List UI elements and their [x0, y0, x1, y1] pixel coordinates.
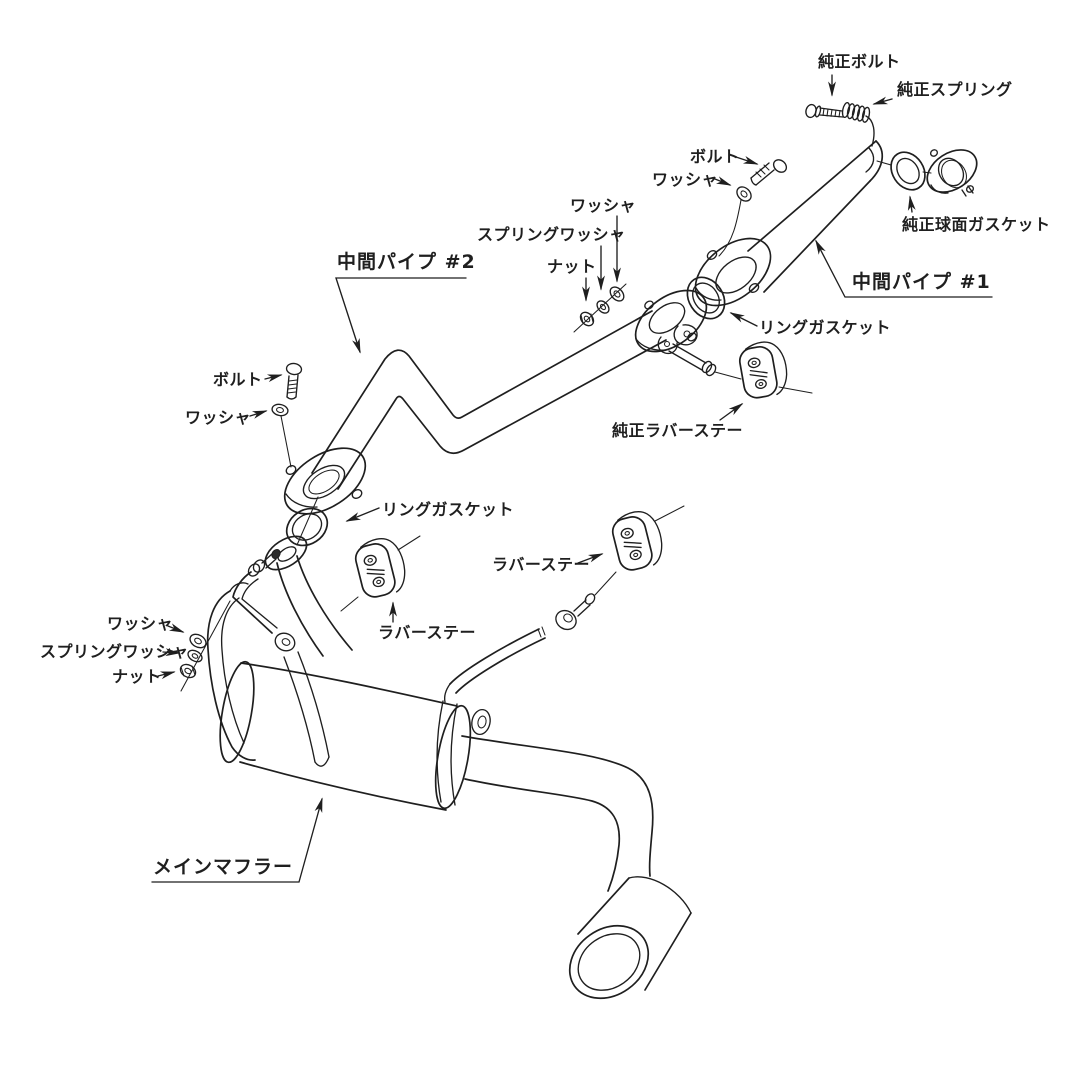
- rubber-stay-genuine-drawing: [738, 341, 788, 399]
- leader-arrows: [151, 74, 993, 883]
- stay-hanger-line-right: [778, 386, 813, 394]
- spherical-gasket-drawing: [890, 151, 926, 191]
- label-nut-bottom: ナット: [112, 667, 162, 686]
- label-rubber-stay-center: ラバーステー: [378, 623, 476, 642]
- leader-rubber-stay-right: [577, 553, 604, 564]
- leader-washer-left: [249, 410, 268, 419]
- label-washer-upper: ワッシャ: [652, 170, 718, 189]
- stay-hanger-line-center: [340, 535, 421, 612]
- stock-spring-bolt-drawing: [805, 101, 871, 123]
- label-nut-mid: ナット: [547, 257, 597, 276]
- label-junsei-spherical-gasket: 純正球面ガスケット: [902, 215, 1051, 234]
- leader-main-muffler: [151, 797, 323, 883]
- labels: 純正ボルト 純正スプリング ボルト ワッシャ ワッシャ スプリングワッシャ ナッ…: [40, 52, 1051, 878]
- leader-junsei-spring: [872, 96, 893, 105]
- label-spring-washer-bottom: スプリングワッシャ: [40, 642, 189, 661]
- joint-hanger-bracket-drawing: [657, 324, 742, 380]
- stay-hanger-line-center-right: [654, 505, 685, 522]
- leader-pipe2: [335, 277, 467, 354]
- inlet-assembly-drawing: [179, 496, 353, 692]
- label-washer-left: ワッシャ: [185, 408, 251, 427]
- leader-bolt-left: [264, 374, 283, 383]
- label-junsei-rubber-stay: 純正ラバーステー: [612, 421, 743, 440]
- leader-washer-bottom: [167, 623, 185, 633]
- label-junsei-spring: 純正スプリング: [897, 80, 1013, 99]
- muffler-tip-drawing: [568, 876, 692, 1000]
- rubber-stay-right-drawing: [611, 511, 663, 571]
- label-rubber-stay-right: ラバーステー: [492, 555, 590, 574]
- ring-gasket-lower-drawing: [285, 507, 329, 547]
- stock-flange-drawing: [926, 149, 978, 197]
- pipe2-drawing: [283, 289, 708, 515]
- label-ring-gasket-upper: リングガスケット: [759, 318, 891, 337]
- leader-junsei-rubber-stay: [719, 403, 744, 421]
- label-washer-mid: ワッシャ: [570, 196, 636, 215]
- leader-ring-gasket-lower: [345, 507, 380, 522]
- label-junsei-bolt: 純正ボルト: [818, 52, 901, 71]
- leader-bolt-upper: [735, 155, 759, 165]
- leader-ring-gasket-upper: [729, 312, 758, 327]
- leader-nut-bottom: [157, 671, 176, 680]
- leader-spherical-gasket: [907, 195, 916, 213]
- label-ring-gasket-lower: リングガスケット: [382, 500, 514, 519]
- label-spring-washer-mid: スプリングワッシャ: [477, 225, 626, 244]
- rubber-stay-center-drawing: [354, 538, 406, 598]
- left-bolt-washer-drawing: [271, 362, 303, 468]
- leader-washer-upper: [714, 176, 732, 186]
- leader-pipe1: [815, 239, 993, 298]
- label-bolt-left: ボルト: [213, 370, 263, 389]
- center-joint-fasteners-drawing: [573, 283, 627, 333]
- label-bolt-upper: ボルト: [690, 147, 740, 166]
- label-main-muffler: メインマフラー: [153, 856, 293, 878]
- label-washer-bottom: ワッシャ: [107, 614, 173, 633]
- upper-bolt-washer-drawing: [718, 159, 788, 257]
- label-pipe1: 中間パイプ #1: [852, 270, 991, 293]
- muffler-drawing: [206, 571, 654, 892]
- leader-spring-washer-bottom: [162, 648, 181, 657]
- label-pipe2: 中間パイプ #2: [337, 250, 476, 273]
- ring-gasket-upper-drawing: [686, 276, 726, 320]
